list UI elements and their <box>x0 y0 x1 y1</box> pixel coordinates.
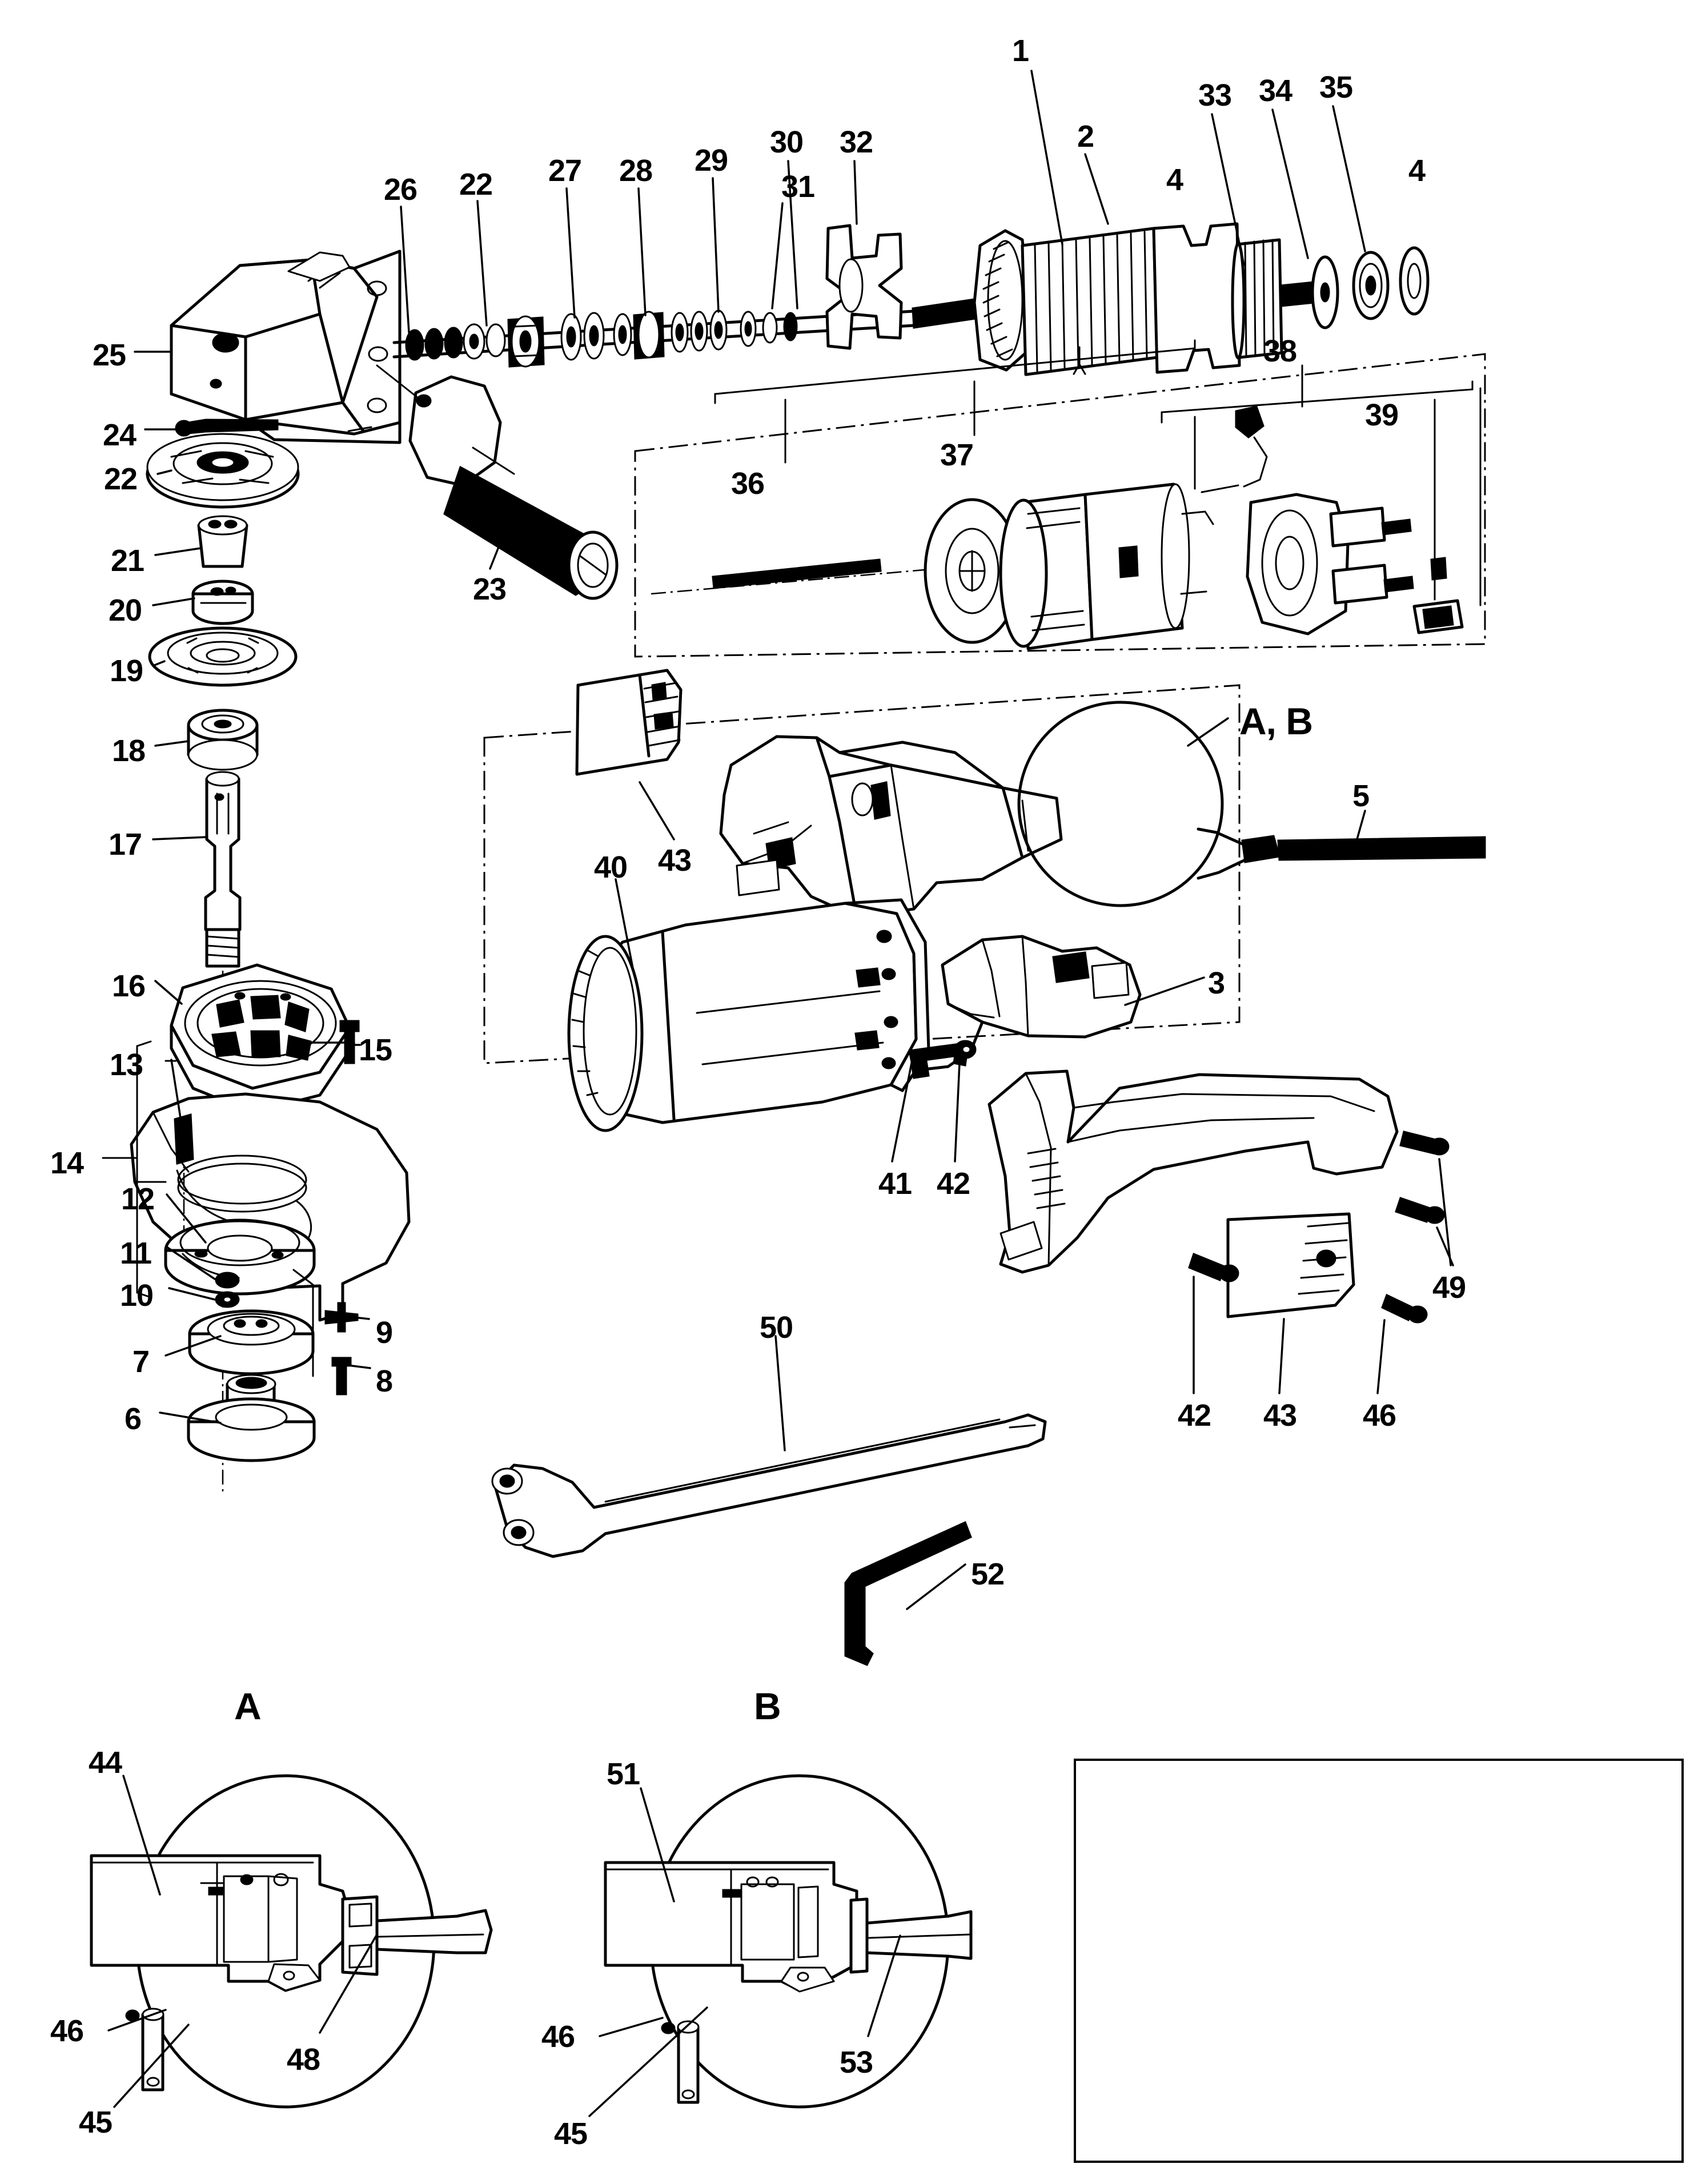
callout-number-49: 49 <box>1432 1270 1466 1305</box>
callout-number-4b: 4 <box>1408 154 1426 188</box>
callout-number-35: 35 <box>1319 70 1353 104</box>
callout-number-1: 1 <box>1012 34 1029 68</box>
callout-number-51: 51 <box>607 1757 640 1791</box>
callout-number-22: 22 <box>104 462 138 496</box>
callout-number-22b: 22 <box>459 167 493 202</box>
callout-number-45: 45 <box>79 2105 113 2139</box>
callout-number-5: 5 <box>1352 779 1370 813</box>
callout-number-38: 38 <box>1263 334 1297 368</box>
callout-number-26: 26 <box>384 172 418 207</box>
callout-number-10: 10 <box>120 1278 154 1313</box>
callout-number-9: 9 <box>376 1316 393 1350</box>
callout-number-7: 7 <box>133 1345 150 1379</box>
centre-gear-case-art <box>719 735 1063 919</box>
armature-art <box>912 222 1430 376</box>
spanner-wrench-art <box>491 1413 1047 1558</box>
callout-number-17: 17 <box>109 827 142 862</box>
gear-case-art <box>170 963 360 1114</box>
callout-number-46: 46 <box>50 2014 84 2048</box>
handle-clamshell-art <box>953 1054 1450 1324</box>
callout-number-6: 6 <box>125 1402 142 1436</box>
callout-number-42: 42 <box>937 1167 970 1201</box>
callout-number-42b: 42 <box>1178 1398 1211 1433</box>
callout-number-21: 21 <box>111 544 144 578</box>
callout-number-4: 4 <box>1166 163 1183 197</box>
callout-number-50: 50 <box>760 1310 793 1345</box>
callout-number-20: 20 <box>109 593 142 628</box>
ab-reference-circle <box>1017 701 1229 907</box>
side-handle-art <box>376 364 619 600</box>
callout-number-46c: 46 <box>1363 1398 1396 1433</box>
callout-number-40: 40 <box>594 850 628 884</box>
callout-number-43b: 43 <box>1263 1398 1297 1433</box>
callout-number-53: 53 <box>840 2045 873 2080</box>
callout-number-46b: 46 <box>541 2020 575 2054</box>
callout-number-36: 36 <box>731 466 765 501</box>
detail-view-b-art <box>604 1774 973 2109</box>
callout-number-15: 15 <box>359 1033 392 1067</box>
callout-number-27: 27 <box>548 154 582 188</box>
callout-number-34: 34 <box>1259 74 1292 108</box>
callout-number-3: 3 <box>1208 966 1225 1000</box>
gear-head-housing-art <box>170 250 402 444</box>
switch-assembly-art <box>908 935 1142 1079</box>
inner-flange-art <box>164 1218 316 1296</box>
callout-number-12: 12 <box>121 1182 155 1216</box>
callout-number-31: 31 <box>781 170 815 204</box>
hex-key-art <box>844 1521 972 1666</box>
callout-number-14: 14 <box>50 1146 84 1180</box>
callout-number-29: 29 <box>695 143 728 178</box>
callout-number-39: 39 <box>1365 398 1399 432</box>
callout-number-19: 19 <box>110 654 143 688</box>
callout-number-32: 32 <box>840 125 873 159</box>
callout-number-41: 41 <box>878 1167 912 1201</box>
callout-number-30: 30 <box>770 125 804 159</box>
product-photo-frame <box>1074 1759 1684 2163</box>
callout-number-24: 24 <box>103 418 137 452</box>
section-label-ab: A, B <box>1239 700 1313 742</box>
callout-number-33: 33 <box>1198 78 1232 112</box>
left-spindle-stack-art <box>146 419 300 1496</box>
pin-parts-art <box>215 1272 240 1308</box>
callout-number-16: 16 <box>112 969 146 1003</box>
callout-number-44: 44 <box>89 1745 122 1780</box>
section-label-b: B <box>754 1685 781 1727</box>
callout-number-25: 25 <box>93 338 126 372</box>
callout-number-28: 28 <box>619 154 653 188</box>
field-assembly-dashdot-frame <box>634 353 1486 658</box>
lock-nut-art <box>187 1374 316 1462</box>
small-fastener-art <box>324 1302 359 1395</box>
callout-number-13: 13 <box>110 1048 143 1082</box>
brush-cover-upper-art <box>575 669 683 776</box>
callout-number-23: 23 <box>473 572 507 606</box>
callout-number-52: 52 <box>971 1557 1005 1591</box>
callout-number-8: 8 <box>376 1364 393 1398</box>
section-label-a: A <box>234 1685 262 1727</box>
spindle-small-parts <box>392 224 916 368</box>
callout-number-43: 43 <box>658 843 692 878</box>
motor-housing-dashdot-frame <box>483 684 1241 1064</box>
callout-number-2: 2 <box>1077 119 1094 154</box>
callout-number-11: 11 <box>120 1236 152 1270</box>
power-cord-art <box>1197 827 1486 880</box>
stator-assembly-art <box>651 405 1464 650</box>
outer-flange-art <box>188 1309 315 1375</box>
motor-housing-art <box>567 898 930 1132</box>
leader-lines <box>102 70 1454 2117</box>
callout-number-48: 48 <box>287 2042 320 2077</box>
callout-number-45b: 45 <box>554 2117 588 2151</box>
callout-number-18: 18 <box>112 734 146 768</box>
detail-view-a-art <box>90 1774 493 2109</box>
callout-number-37: 37 <box>940 438 974 472</box>
